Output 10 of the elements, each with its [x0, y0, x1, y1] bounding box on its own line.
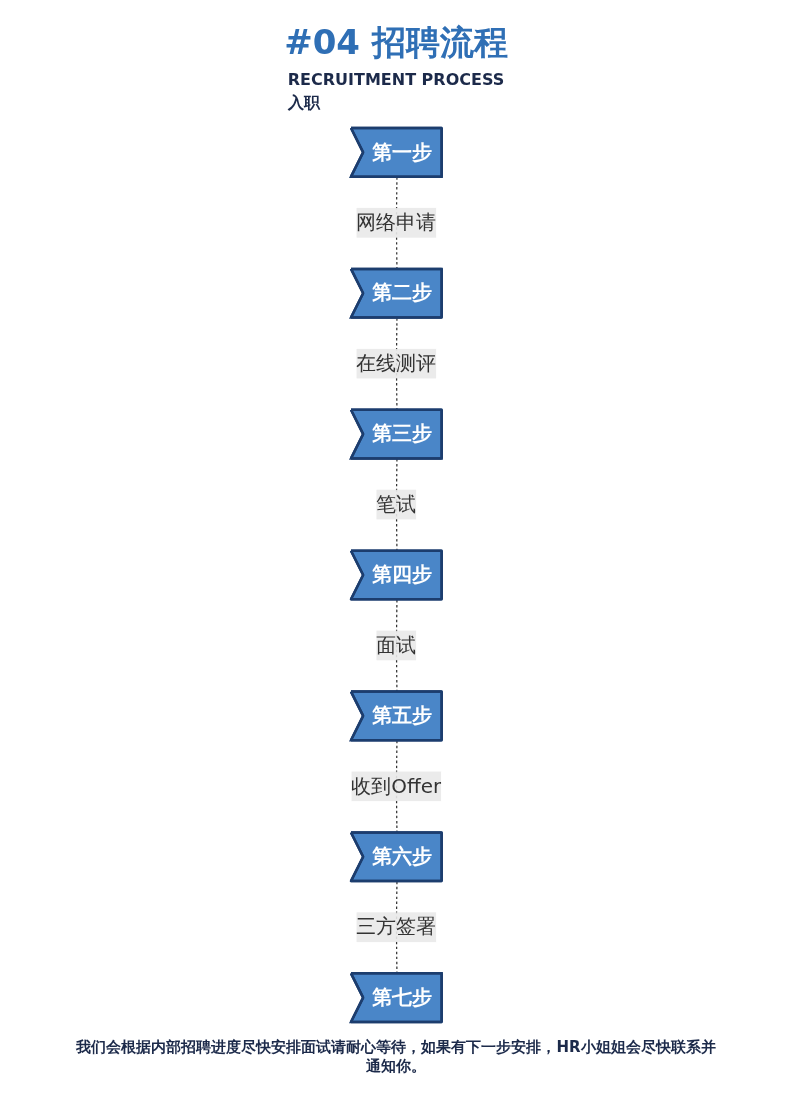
label-text: RECRUITMENT PROCESS: [287, 70, 505, 89]
edge-label: 收到Offer: [351, 773, 441, 798]
caption: 我们会根据内部招聘进度尽快安排面试请耐心等待，如果有下一步安排，HR小姐姐会尽快联系并通知你。: [76, 1038, 716, 1076]
edge-label: 网络申请: [356, 210, 436, 234]
edge-label: 三方签署: [356, 914, 436, 939]
label-text: 入职: [287, 93, 321, 114]
edge-label: 笔试: [376, 492, 416, 516]
edge-label: 在线测评: [356, 351, 436, 375]
edge-label: 面试: [376, 632, 416, 657]
title: #04 招聘流程: [284, 21, 508, 64]
